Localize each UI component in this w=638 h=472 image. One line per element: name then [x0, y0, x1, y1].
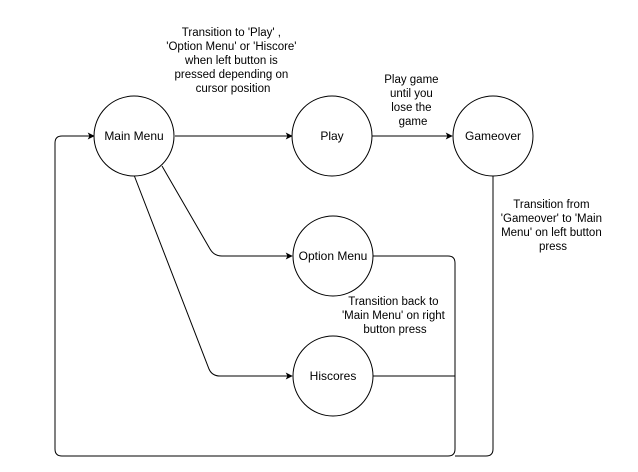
node-label: Hiscores [310, 369, 357, 383]
node-label: Gameover [465, 129, 521, 143]
edge-option-menu-back-to-main [54, 132, 456, 457]
node-play: Play [291, 95, 373, 177]
edge-main-to-hiscores [133, 174, 293, 380]
node-main-menu: Main Menu [93, 95, 175, 177]
node-label: Play [320, 129, 343, 143]
annotation-transition-from-main: Transition to 'Play' , 'Option Menu' or … [166, 27, 299, 95]
edge-main-to-option-menu [161, 165, 293, 260]
node-hiscores: Hiscores [292, 335, 374, 417]
node-option-menu: Option Menu [292, 215, 374, 297]
annotation-back-to-main: Transition back to 'Main Menu' on right … [342, 296, 448, 336]
edge-gameover-back-to-main [455, 175, 494, 457]
annotation-gameover-to-main: Transition from 'Gameover' to 'Main Menu… [501, 199, 605, 253]
node-gameover: Gameover [452, 95, 534, 177]
node-label: Option Menu [299, 249, 368, 263]
node-label: Main Menu [104, 129, 163, 143]
annotation-play-to-gameover: Play game until you lose the game [384, 74, 442, 128]
